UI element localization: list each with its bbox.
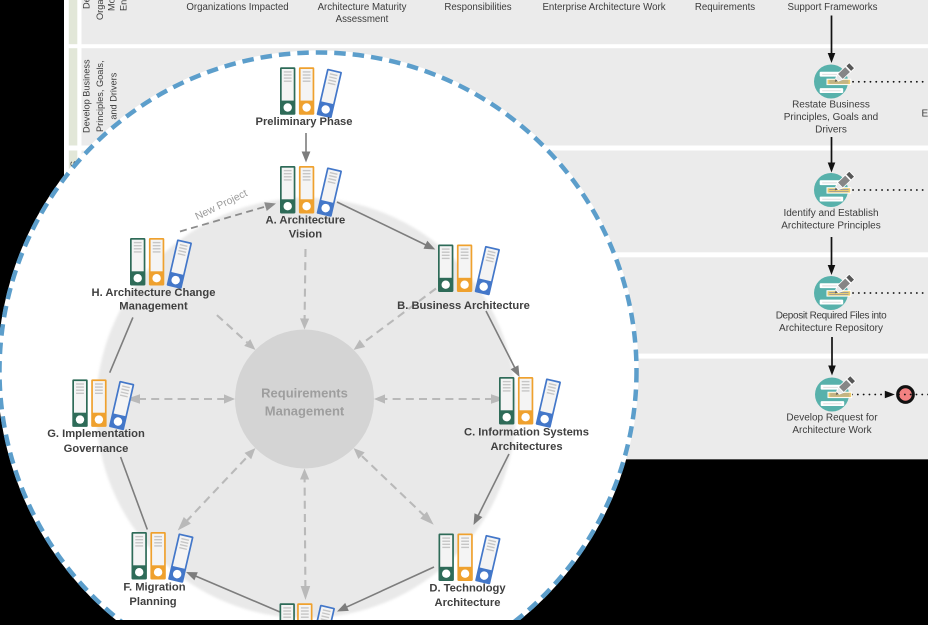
svg-text:Governance: Governance (64, 443, 129, 455)
svg-text:A. Architecture: A. Architecture (266, 214, 346, 226)
svg-text:Architecture Principles: Architecture Principles (781, 221, 880, 232)
svg-text:E: E (922, 109, 928, 120)
svg-text:Architecture: Architecture (435, 597, 501, 609)
svg-text:B. Business Architecture: B. Business Architecture (397, 300, 530, 312)
svg-text:Vision: Vision (289, 229, 323, 241)
svg-text:and Drivers: and Drivers (108, 72, 118, 119)
svg-text:Planning: Planning (129, 596, 176, 608)
svg-text:G. Implementation: G. Implementation (47, 428, 145, 440)
svg-text:Identify and Establish: Identify and Establish (783, 208, 878, 219)
svg-text:Principles, Goals,: Principles, Goals, (95, 60, 105, 132)
svg-text:Deposit Required Files into: Deposit Required Files into (776, 311, 887, 322)
svg-text:Architectures: Architectures (490, 441, 562, 453)
svg-text:Organizations Impacted: Organizations Impacted (186, 2, 288, 13)
svg-text:Requirements: Requirements (695, 2, 755, 13)
svg-text:Requirements: Requirements (261, 385, 348, 400)
svg-text:Develop Request for: Develop Request for (786, 413, 878, 424)
svg-text:Assessment: Assessment (336, 14, 389, 25)
svg-text:Drivers: Drivers (815, 125, 847, 136)
svg-text:C. Information Systems: C. Information Systems (464, 426, 589, 438)
svg-text:Preliminary Phase: Preliminary Phase (255, 116, 352, 128)
svg-text:En: En (118, 0, 128, 11)
svg-text:Management: Management (265, 403, 345, 418)
svg-text:Architecture Repository: Architecture Repository (779, 323, 883, 334)
svg-text:Enterprise Architecture Work: Enterprise Architecture Work (542, 2, 665, 13)
svg-text:Develop Business: Develop Business (82, 59, 92, 133)
svg-text:F. Migration: F. Migration (123, 581, 185, 593)
svg-text:Management: Management (119, 301, 188, 313)
svg-text:D. Technology: D. Technology (429, 582, 506, 594)
svg-text:Principles, Goals and: Principles, Goals and (784, 112, 879, 123)
svg-text:Responsibilities: Responsibilities (444, 2, 511, 13)
svg-text:Architecture Work: Architecture Work (792, 425, 872, 436)
svg-text:Restate Business: Restate Business (792, 100, 870, 111)
svg-text:Architecture Maturity: Architecture Maturity (318, 2, 407, 13)
svg-text:Mo: Mo (107, 0, 117, 11)
svg-text:H. Architecture Change: H. Architecture Change (92, 287, 216, 299)
svg-text:De: De (81, 0, 91, 9)
svg-text:Support Frameworks: Support Frameworks (788, 2, 878, 13)
svg-text:Orga: Orga (95, 0, 105, 20)
